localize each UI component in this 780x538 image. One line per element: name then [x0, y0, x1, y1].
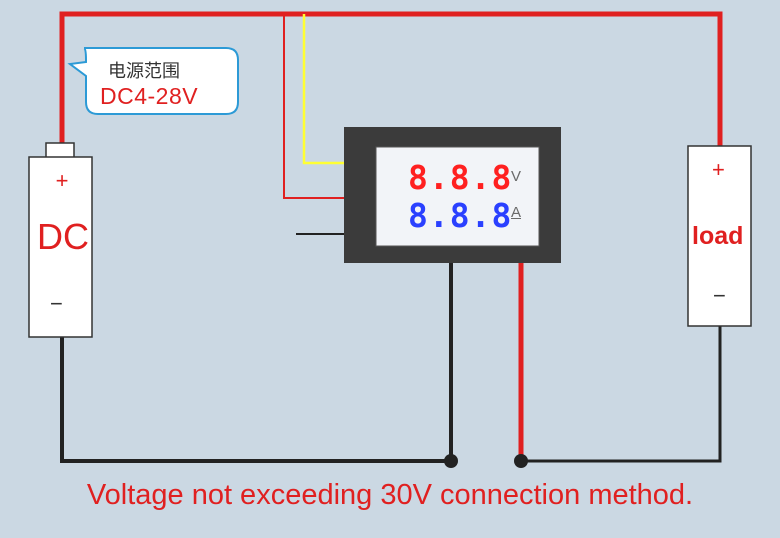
battery-body [28, 156, 93, 338]
meter-screen [375, 146, 540, 247]
load-label: load [692, 222, 744, 250]
callout-bubble [67, 47, 239, 115]
callout-voltage-range: DC4-28V [100, 83, 199, 109]
load-minus-sign: − [713, 283, 726, 308]
negative-wire [60, 262, 453, 463]
current-display-digits: 8.8.8 [408, 196, 513, 235]
junction-dot-right [514, 454, 528, 468]
current-unit: A [511, 204, 522, 221]
voltage-display-digits: 8.8.8 [408, 158, 513, 197]
load-body [687, 145, 752, 327]
battery-label: DC [37, 216, 89, 257]
load-plus-sign: + [712, 157, 725, 182]
meter-yellow-lead [302, 14, 345, 165]
load-return-wire [521, 326, 722, 463]
battery-plus-sign: + [55, 168, 69, 193]
positive-supply-wire [59, 11, 723, 146]
battery-minus-sign: − [50, 291, 63, 316]
meter-red-lead [283, 14, 345, 199]
callout-power-range-label: 电源范围 [108, 61, 180, 82]
junction-dot-left [444, 454, 458, 468]
caption: Voltage not exceeding 30V connection met… [86, 479, 694, 511]
voltage-unit: V [511, 168, 522, 185]
